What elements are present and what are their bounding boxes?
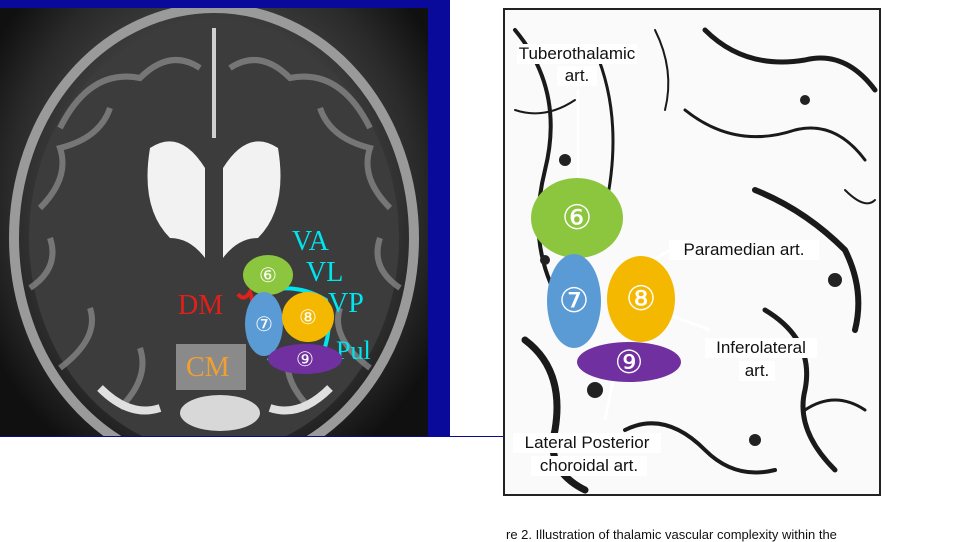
right-marker-7: ⑦ xyxy=(547,254,601,348)
label-inferolateral-line1: Inferolateral xyxy=(705,338,817,358)
vessel-illustration xyxy=(513,27,878,494)
figure-caption: re 2. Illustration of thalamic vascular … xyxy=(506,527,837,542)
label-lateral-posterior-line1: Lateral Posterior xyxy=(513,433,661,453)
label-cm: CM xyxy=(186,352,230,383)
label-va: VA xyxy=(292,226,329,257)
label-paramedian: Paramedian art. xyxy=(669,240,819,260)
cm-box xyxy=(176,344,246,390)
label-inferolateral-line2: art. xyxy=(739,361,775,381)
left-marker-9: ⑨ xyxy=(268,344,342,374)
left-marker-7: ⑦ xyxy=(245,292,283,356)
mri-panel: VA VL VP DM Pul CM ⑥ ⑦ ⑧ ⑨ xyxy=(0,0,450,436)
label-dm: DM xyxy=(178,290,224,321)
right-marker-8: ⑧ xyxy=(607,256,675,342)
label-tuberothalamic-line2: art. xyxy=(557,66,597,86)
left-marker-8: ⑧ xyxy=(282,292,334,342)
label-tuberothalamic-line1: Tuberothalamic xyxy=(517,44,637,64)
left-marker-6: ⑥ xyxy=(243,255,293,295)
panel-divider xyxy=(0,436,503,437)
angiogram-panel: Tuberothalamic art. Paramedian art. Infe… xyxy=(503,8,881,496)
label-vl: VL xyxy=(306,257,344,288)
right-marker-9: ⑨ xyxy=(577,342,681,382)
label-lateral-posterior-line2: choroidal art. xyxy=(531,456,647,476)
right-marker-6: ⑥ xyxy=(531,178,623,258)
label-vp: VP xyxy=(328,288,364,319)
